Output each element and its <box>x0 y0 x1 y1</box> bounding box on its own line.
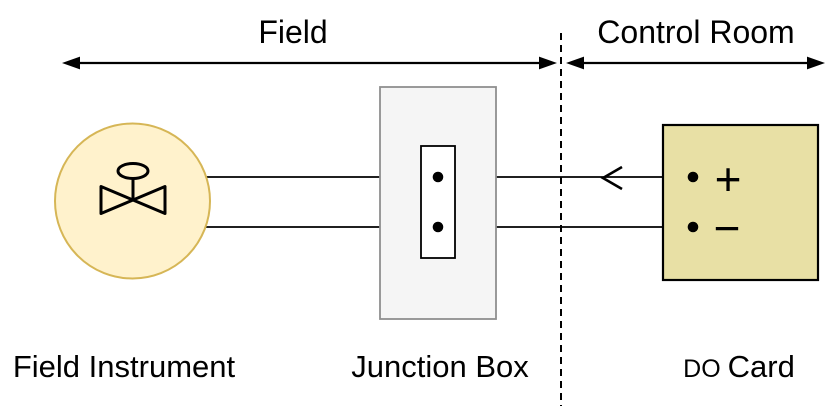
field-zone-label: Field <box>258 14 327 50</box>
terminal-dot <box>687 221 699 233</box>
control-valve-icon <box>99 162 167 215</box>
do-card-node: + − <box>661 123 820 282</box>
arrowhead-right-icon <box>539 56 557 70</box>
do-card-box <box>661 123 820 282</box>
junction-box-node <box>379 86 497 320</box>
terminal-strip <box>420 145 456 259</box>
control-room-zone-label: Control Room <box>597 14 794 50</box>
arrowhead-left-icon <box>62 56 80 70</box>
arrowhead-left-icon <box>566 56 584 70</box>
arrowhead-right-icon <box>807 56 825 70</box>
field-instrument-node <box>54 122 211 280</box>
control-room-zone-extent-arrow <box>566 56 825 70</box>
signal-direction-arrowhead-icon <box>600 165 623 191</box>
field-instrument-label: Field Instrument <box>13 349 236 384</box>
terminal-dot <box>432 171 444 183</box>
minus-terminal-label: − <box>714 202 741 254</box>
terminal-dot <box>432 221 444 233</box>
plus-terminal-label: + <box>715 153 742 205</box>
junction-box-label: Junction Box <box>351 349 529 384</box>
field-zone-extent-arrow <box>62 56 557 70</box>
zone-header: Field Control Room <box>62 14 825 406</box>
do-card-label-word: Card <box>728 349 795 384</box>
do-card-label-type: DO <box>683 355 721 383</box>
terminal-dot <box>687 171 699 183</box>
